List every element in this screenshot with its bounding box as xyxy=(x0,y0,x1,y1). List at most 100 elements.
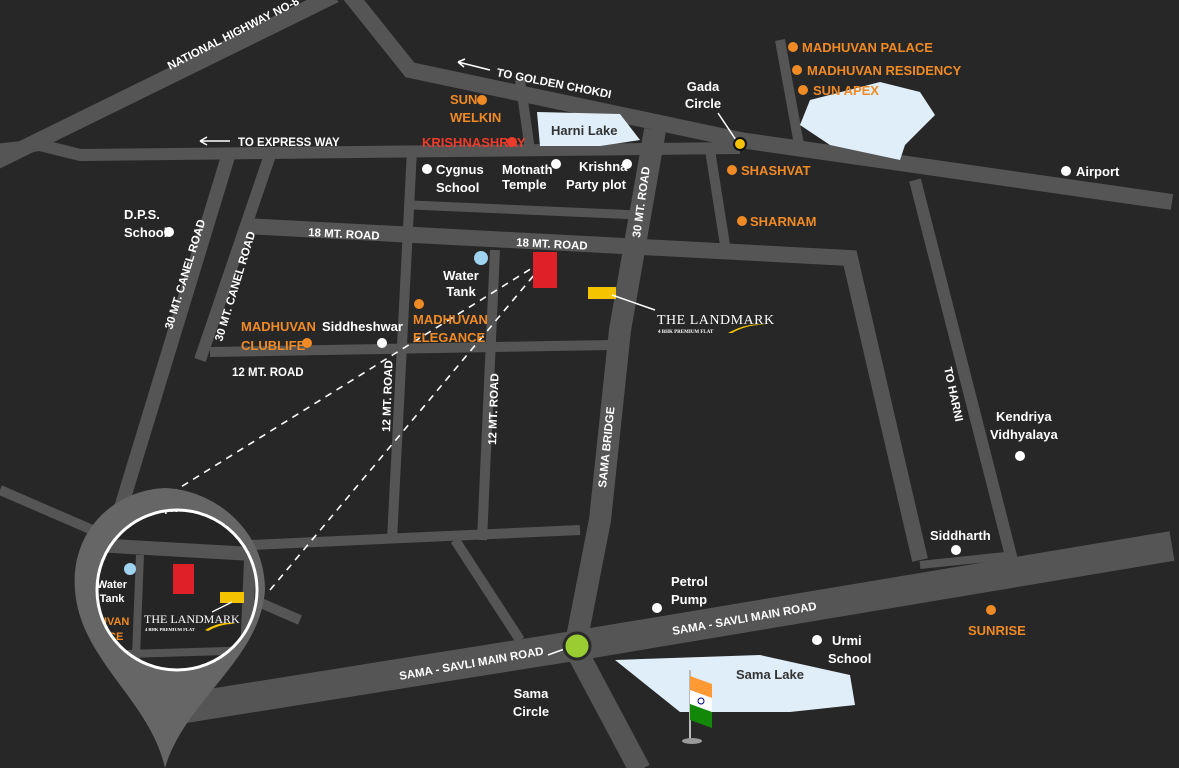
label-line: Water xyxy=(443,268,479,283)
road-label-12mt-h: 12 MT. ROAD xyxy=(232,367,304,379)
arrow-icon xyxy=(199,136,230,146)
label-madhuvan-residency: MADHUVAN RESIDENCY xyxy=(807,63,962,78)
label-line: D.P.S. xyxy=(124,207,160,222)
landmark-logo: THE LANDMARK 4 BHK PREMIUM FLAT xyxy=(657,313,774,335)
label-sunrise: SUNRISE xyxy=(968,623,1026,638)
road-golden-chokdi xyxy=(343,0,1174,210)
road-minor-2 xyxy=(515,79,535,151)
madhuvan-lake xyxy=(800,82,935,160)
arrow-icon xyxy=(611,294,656,311)
dot-sharnam xyxy=(737,216,747,226)
label-line: School xyxy=(124,225,167,240)
dot-sun-apex xyxy=(798,85,808,95)
inset-water-tank-icon xyxy=(124,563,136,575)
road-12mt-v1 xyxy=(387,149,417,541)
landmark-tagline: 4 BHK PREMIUM FLAT xyxy=(658,330,714,335)
india-flag-icon xyxy=(682,670,712,744)
label-siddheshwar: Siddheshwar xyxy=(322,319,403,334)
label-line: MADHUVAN xyxy=(241,319,316,334)
dot-motnath xyxy=(551,159,561,169)
label-line: Krishna xyxy=(579,159,628,174)
label-sharnam: SHARNAM xyxy=(750,214,816,229)
road-label-nh8: NATIONAL HIGHWAY NO-8 xyxy=(166,0,302,73)
dot-clublife xyxy=(302,338,312,348)
label-line: ELEGANCE xyxy=(413,330,486,345)
road-12mt-h xyxy=(209,340,613,357)
label-line: SUN xyxy=(450,92,477,107)
dot-urmi xyxy=(812,635,822,645)
arrow-icon xyxy=(457,58,491,71)
label-madhuvan-palace: MADHUVAN PALACE xyxy=(802,40,933,55)
label-line: WELKIN xyxy=(450,110,501,125)
label-sama-lake: Sama Lake xyxy=(736,667,804,682)
label-dps-school: D.P.S. School xyxy=(124,207,167,240)
harni-lake xyxy=(537,112,640,146)
dot-sunrise xyxy=(986,605,996,615)
label-line: Vidhyalaya xyxy=(990,427,1058,442)
road-minor-9 xyxy=(919,551,1016,569)
dot-elegance xyxy=(414,299,424,309)
dot-siddheshwar xyxy=(377,338,387,348)
dot-shashvat xyxy=(727,165,737,175)
road-minor-8 xyxy=(600,260,1172,265)
dot-sun-welkin xyxy=(477,95,487,105)
label-line: Sama xyxy=(514,686,549,701)
road-label-12mt-v2: 12 MT. ROAD xyxy=(487,373,501,445)
label-line: Tank xyxy=(100,593,126,605)
label-line: Motnath xyxy=(502,162,553,177)
label-line: Circle xyxy=(513,704,549,719)
inset-leader-line xyxy=(269,261,546,591)
label-sun-apex: SUN APEX xyxy=(813,83,879,98)
inset-landmark-name: THE LANDMARK xyxy=(144,612,240,626)
label-airport: Airport xyxy=(1076,164,1120,179)
dot-krishnashray xyxy=(507,137,517,147)
label-line: Cygnus xyxy=(436,162,484,177)
label-shashvat: SHASHVAT xyxy=(741,163,811,178)
label-line: Pump xyxy=(671,592,707,607)
label-line: Water xyxy=(97,579,128,591)
arrow-icon xyxy=(717,112,737,141)
dot-siddharth xyxy=(951,545,961,555)
label-line: Gada xyxy=(687,79,720,94)
road-canel-1 xyxy=(98,147,237,563)
road-nh8 xyxy=(0,0,339,169)
dot-madhuvan-palace xyxy=(788,42,798,52)
road-canel-2 xyxy=(194,153,276,362)
road-label-18mt-a: 18 MT. ROAD xyxy=(308,227,380,243)
label-line: Tank xyxy=(446,284,476,299)
sama-lake xyxy=(615,655,855,712)
road-minor-3 xyxy=(775,39,805,151)
site-marker xyxy=(533,252,557,288)
inset-label-top: emple xyxy=(150,504,179,515)
label-line: Petrol xyxy=(671,574,708,589)
road-12mt-v2 xyxy=(477,249,500,541)
place-dots xyxy=(164,42,1071,661)
inset-ring xyxy=(95,508,259,672)
inset-site-marker xyxy=(173,564,194,594)
label-line: CLUBLIFE xyxy=(241,338,306,353)
road-30mt xyxy=(563,128,666,768)
road-minor-7 xyxy=(450,537,525,643)
inset-leader-line xyxy=(159,259,546,501)
label-line: Urmi xyxy=(832,633,862,648)
dot-petrol xyxy=(652,603,662,613)
label-harni-lake: Harni Lake xyxy=(551,123,617,138)
road-label-18mt-b: 18 MT. ROAD xyxy=(516,237,588,253)
road-minor-5 xyxy=(249,525,581,550)
road-18mt xyxy=(244,218,928,562)
label-line: School xyxy=(828,651,871,666)
dot-airport xyxy=(1061,166,1071,176)
label-line: School xyxy=(436,180,479,195)
label-line: Temple xyxy=(502,177,547,192)
label-madhuvan-clublife: MADHUVAN CLUBLIFE xyxy=(241,319,316,353)
sama-circle-marker xyxy=(562,631,592,661)
